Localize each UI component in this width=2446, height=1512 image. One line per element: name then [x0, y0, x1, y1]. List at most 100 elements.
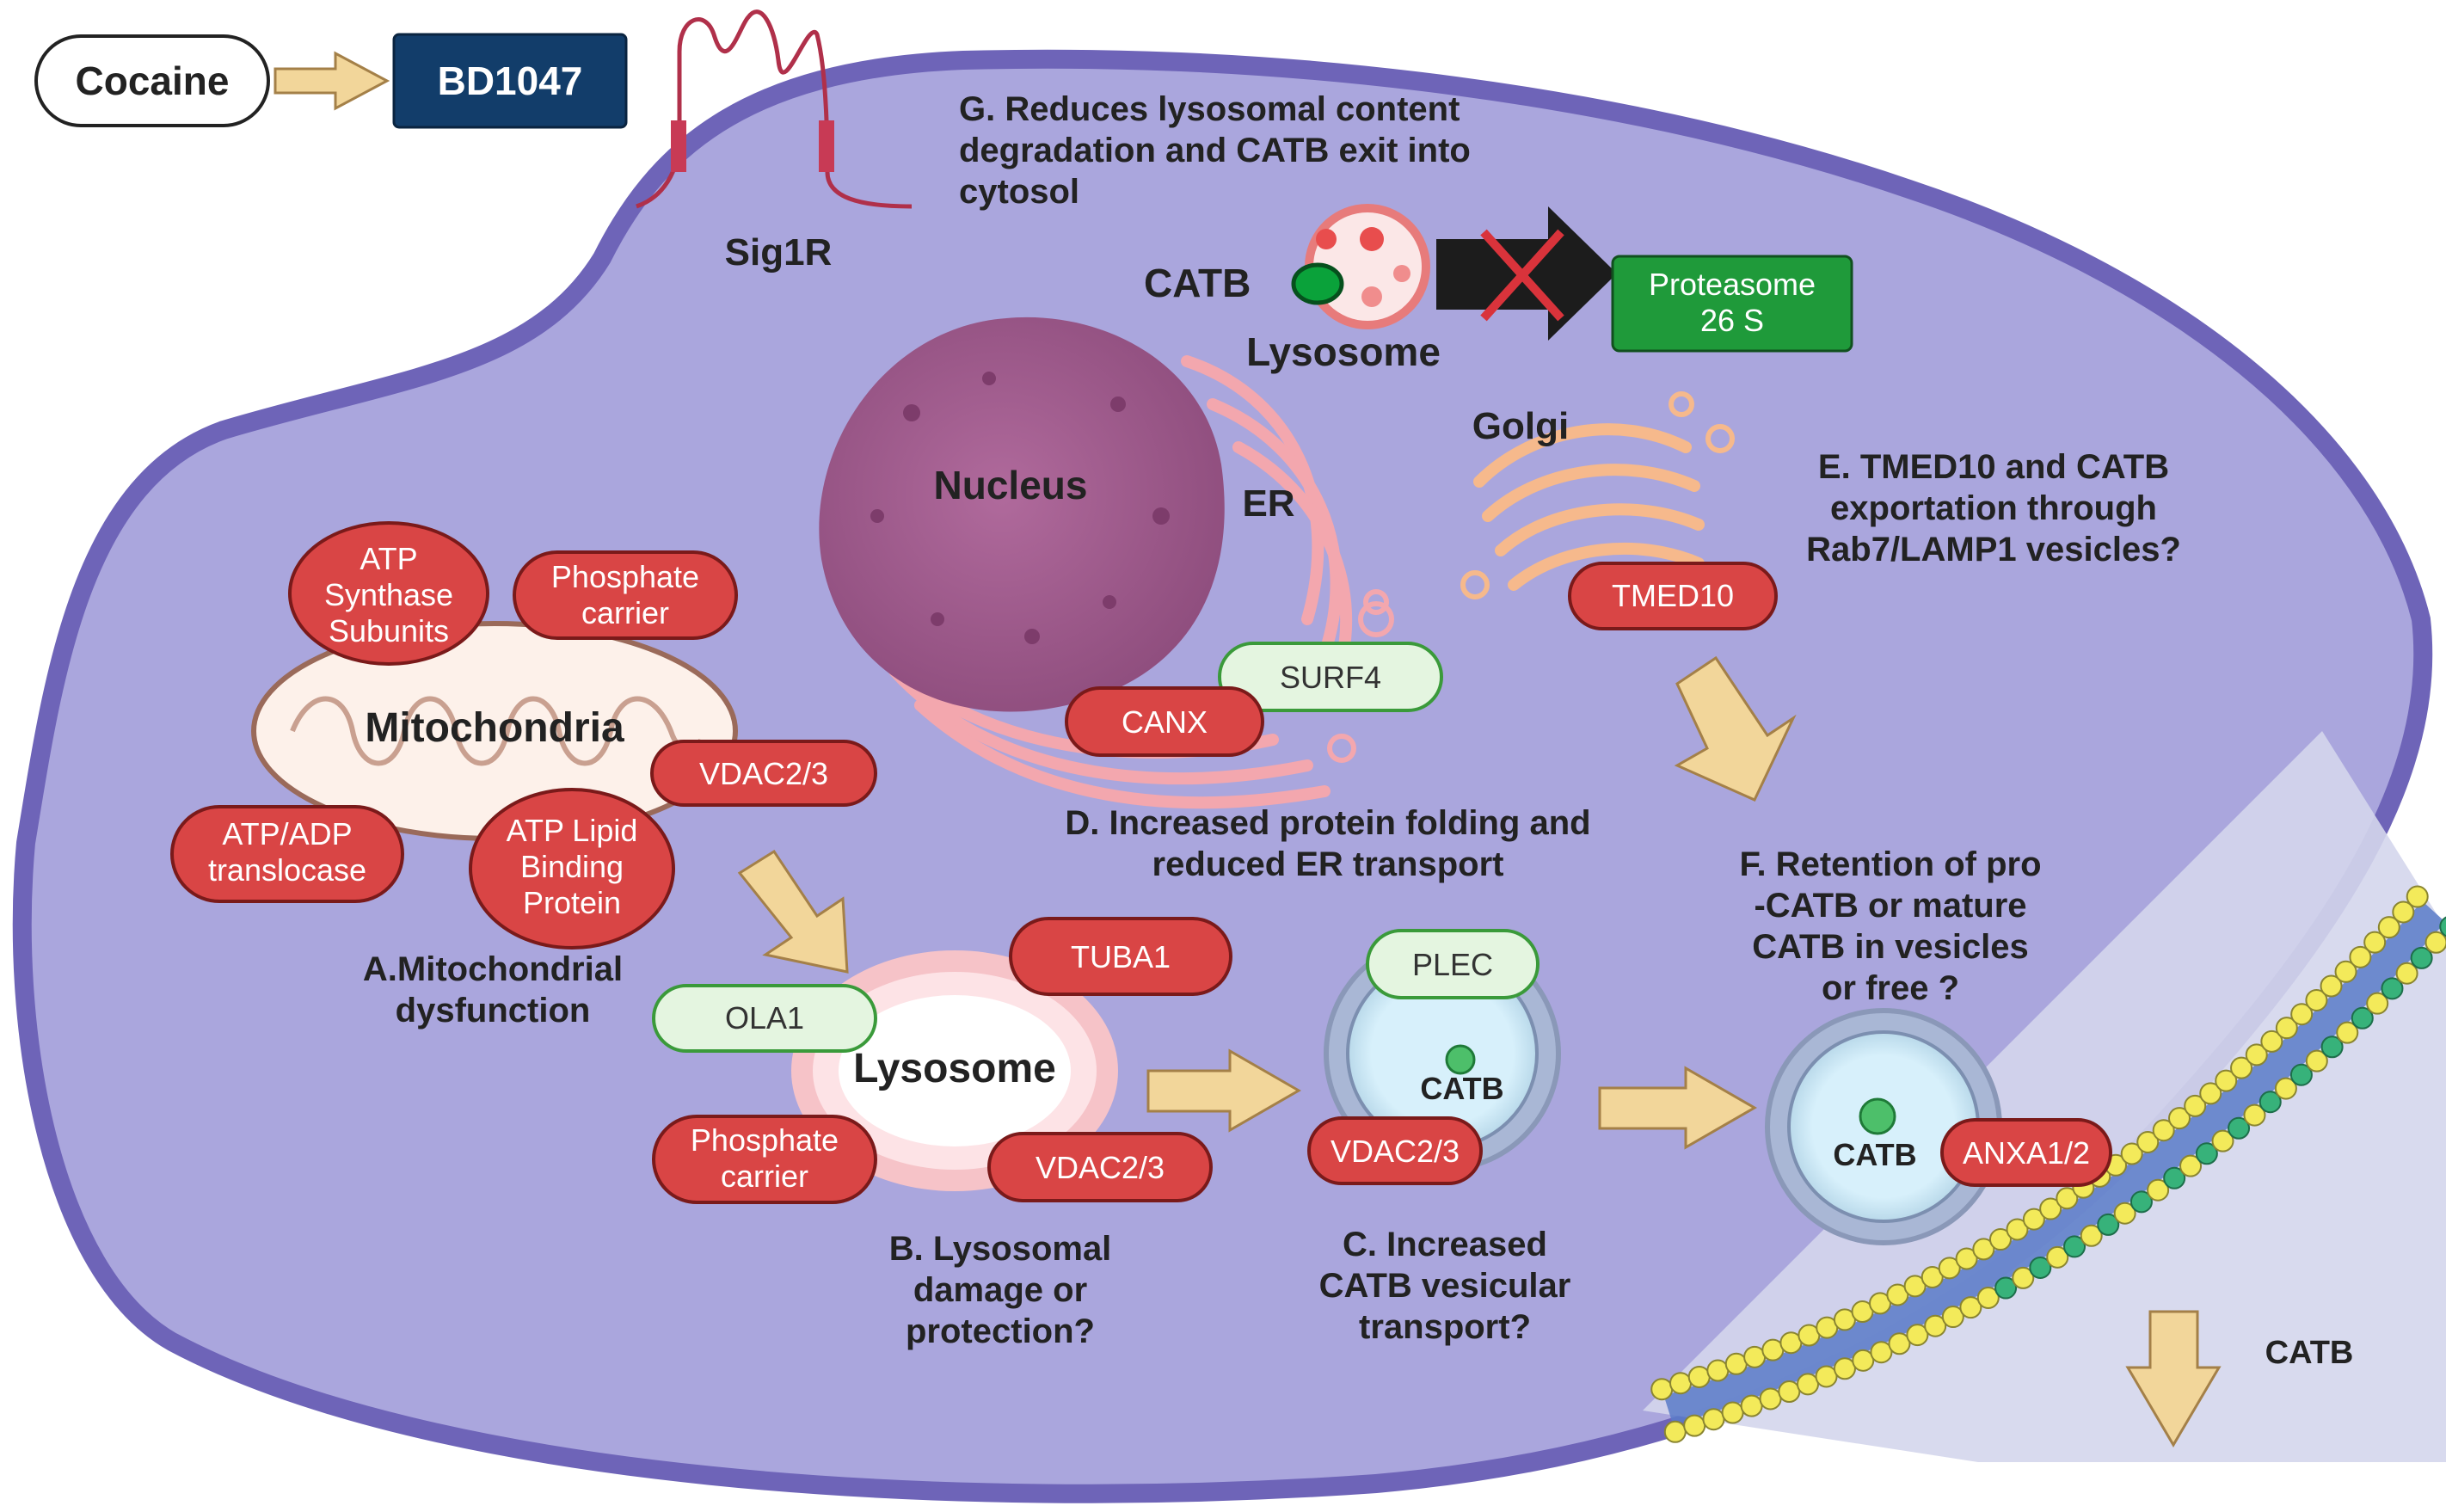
vdac-mito-pill: VDAC2/3 [650, 740, 877, 807]
svg-text:Subunits: Subunits [329, 613, 449, 648]
nucleus-label: Nucleus [934, 463, 1088, 507]
blocked-arrow [1436, 206, 1617, 341]
lipid-head [2147, 1178, 2170, 1202]
atp-adp-translocase-pill: ATP/ADP translocase [170, 805, 404, 903]
mitochondria-label: Mitochondria [365, 705, 624, 751]
lipid-head [2395, 962, 2418, 985]
lipid-head [2334, 960, 2357, 983]
lipid-head [1706, 1359, 1730, 1382]
lipid-head [2336, 1021, 2359, 1044]
svg-text:B. Lysosomal: B. Lysosomal [889, 1230, 1112, 1268]
lysosome-organelle [791, 950, 1118, 1191]
step-e-text: E. TMED10 and CATB exportation through R… [1806, 448, 2181, 569]
lipid-head [2195, 1142, 2218, 1165]
er-label: ER [1242, 482, 1294, 525]
cocaine-node: Cocaine [34, 34, 270, 127]
surf4-pill: SURF4 [1218, 642, 1443, 712]
arrow-golgi-to-vesicle [1674, 655, 1797, 802]
catb-f-label: CATB [1833, 1137, 1916, 1172]
lipid-head [2305, 1049, 2328, 1073]
lipid-head [1815, 1365, 1838, 1388]
svg-text:degradation and CATB exit into: degradation and CATB exit into [959, 132, 1471, 169]
step-f-text: F. Retention of pro -CATB or mature CATB… [1739, 845, 2041, 1007]
lipid-head [2274, 1077, 2297, 1100]
lipid-head [1663, 1420, 1687, 1443]
lipid-head [2113, 1202, 2136, 1225]
step-c-text: C. Increased CATB vesicular transport? [1319, 1226, 1571, 1346]
svg-text:CATB vesicular: CATB vesicular [1319, 1267, 1571, 1305]
lipid-head [2320, 1036, 2344, 1059]
catb-secreted-label: CATB [2265, 1335, 2354, 1371]
lipid-head [2377, 916, 2400, 939]
lipid-head [2152, 1119, 2175, 1142]
lipid-head [2305, 988, 2328, 1011]
lipid-head [1650, 1378, 1674, 1401]
lipid-head [2259, 1091, 2282, 1114]
bd1047-label: BD1047 [438, 58, 583, 103]
lipid-head [1669, 1372, 1693, 1395]
mitochondria-organelle [251, 621, 738, 841]
membrane-region [1643, 731, 2446, 1462]
lipid-head [2184, 1094, 2207, 1117]
lipid-head [1888, 1332, 1911, 1355]
lipid-head [2163, 1166, 2186, 1189]
lipid-head [2392, 900, 2415, 924]
svg-text:26 S: 26 S [1700, 303, 1764, 338]
lipid-head [2097, 1213, 2120, 1236]
lipid-head [2349, 945, 2372, 968]
svg-text:SURF4: SURF4 [1280, 660, 1381, 695]
svg-text:C. Increased: C. Increased [1343, 1226, 1547, 1263]
step-d-text: D. Increased protein folding and reduced… [1065, 804, 1590, 883]
svg-text:E. TMED10 and CATB: E. TMED10 and CATB [1818, 448, 2169, 486]
svg-text:carrier: carrier [721, 1159, 808, 1194]
lipid-head [1833, 1357, 1856, 1380]
svg-text:VDAC2/3: VDAC2/3 [1331, 1134, 1460, 1169]
svg-text:transport?: transport? [1359, 1308, 1531, 1346]
lipid-head [2136, 1130, 2160, 1153]
canx-pill: CANX [1065, 686, 1264, 757]
lipid-head [2320, 974, 2343, 998]
svg-text:carrier: carrier [581, 595, 669, 630]
svg-text:-CATB or mature: -CATB or mature [1754, 887, 2026, 925]
lipid-head [2363, 931, 2387, 954]
lipid-head [2012, 1266, 2035, 1289]
step-g-text: G. Reduces lysosomal content degradation… [959, 90, 1471, 211]
svg-text:Synthase: Synthase [324, 577, 453, 612]
lipid-head [1740, 1394, 1763, 1417]
arrow-secretion [2125, 1310, 2222, 1447]
lipid-head [2243, 1103, 2266, 1127]
lipid-head [2022, 1208, 2045, 1231]
atp-lipid-binding-pill: ATP Lipid Binding Protein [469, 788, 675, 950]
lipid-head [2029, 1256, 2052, 1279]
phosphate-carrier-lyso-pill: Phosphate carrier [652, 1115, 877, 1204]
catb-top-label: CATB [1144, 261, 1251, 305]
vdac-vesicle-pill: VDAC2/3 [1307, 1116, 1483, 1185]
lipid-head [1683, 1414, 1706, 1437]
lipid-head [2129, 1190, 2153, 1214]
lipid-head [1852, 1349, 1875, 1372]
proteasome-box: Proteasome 26 S [1611, 255, 1853, 353]
lipid-head [2199, 1082, 2222, 1105]
svg-text:VDAC2/3: VDAC2/3 [699, 756, 828, 791]
lipid-head [1994, 1276, 2018, 1300]
vdac-lyso-pill: VDAC2/3 [987, 1132, 1213, 1202]
arrow-vesicle-to-vesicle [1598, 1066, 1758, 1150]
svg-text:D. Increased protein folding a: D. Increased protein folding and [1065, 804, 1590, 842]
lipid-head [2056, 1187, 2079, 1210]
lipid-head [2410, 946, 2433, 969]
nucleus-organelle [819, 317, 1225, 712]
step-a-text: A.Mitochondrial dysfunction [363, 950, 623, 1030]
ola1-pill: OLA1 [652, 984, 877, 1053]
lipid-head [2080, 1224, 2103, 1247]
lipid-head [2381, 977, 2404, 1000]
svg-text:translocase: translocase [208, 852, 366, 888]
svg-text:G. Reduces lysosomal content: G. Reduces lysosomal content [959, 90, 1460, 128]
catb-c-label: CATB [1420, 1071, 1503, 1106]
lipid-head [2290, 1003, 2314, 1026]
lipid-head [1921, 1265, 1944, 1288]
lipid-head [2063, 1235, 2086, 1258]
cocaine-label: Cocaine [76, 58, 230, 103]
lipid-head [1976, 1286, 2000, 1309]
lipid-head [1959, 1296, 1982, 1319]
